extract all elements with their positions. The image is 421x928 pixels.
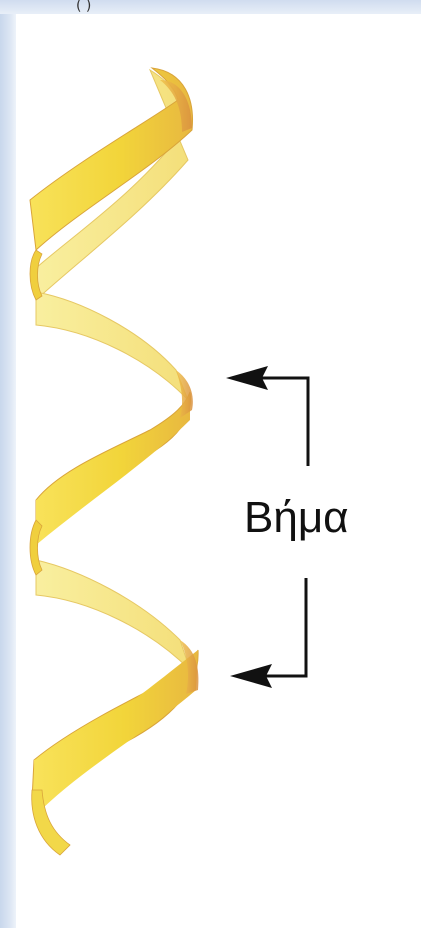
- helix-back-segment-2: [36, 292, 188, 400]
- pitch-lower-arrowhead: [230, 664, 272, 688]
- helix-left-bend-2: [30, 520, 42, 575]
- pitch-lower-line: [262, 578, 306, 676]
- pitch-label: Βήμα: [244, 496, 349, 540]
- pitch-upper-arrowhead: [226, 366, 268, 390]
- helix-front-segment-5: [34, 650, 198, 815]
- pitch-upper-line: [262, 378, 308, 466]
- helix-back-segment-3: [36, 560, 190, 670]
